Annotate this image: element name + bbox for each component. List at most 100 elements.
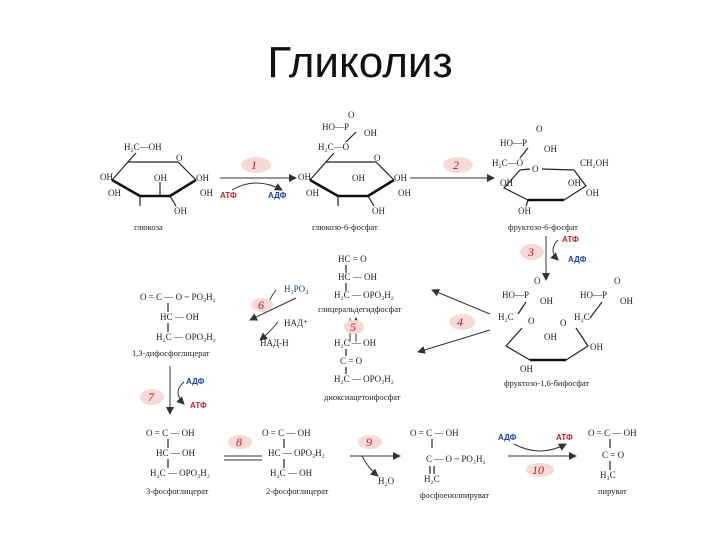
pep-line-3: H₂C (424, 474, 440, 484)
pep-structure: O = C — OH C — O ~ PO₃H₂ H₂C фосфоенолпи… (410, 428, 489, 500)
f16bp-p1-oh: OH (540, 296, 553, 306)
step-4-number: 4 (457, 315, 463, 329)
step-5-number: 5 (350, 320, 356, 334)
g6p-oh-6: OH (372, 206, 385, 216)
g6p-label: глюкозо-6-фосфат (312, 222, 378, 232)
f16bp-oh-2: OH (590, 342, 603, 352)
pep-line-2: C — O ~ PO₃H₂ (426, 454, 486, 464)
gap-line-3: H₂C — OPO₃H₂ (334, 290, 394, 300)
pg3-label: 3-фосфоглицерат (146, 486, 209, 496)
f16bp-oh-1: OH (544, 332, 557, 342)
dhap-structure: H₂C — OH C = O H₂C — OPO₃H₂ диоксиацетон… (324, 338, 401, 402)
f6p-p-ho: HO—P (500, 138, 527, 148)
glucose-oh-6: OH (174, 206, 187, 216)
step-8-number: 8 (236, 435, 242, 449)
step-7-number: 7 (148, 390, 155, 404)
dhap-line-3: H₂C — OPO₃H₂ (334, 374, 394, 384)
f6p-label: фруктозо-6-фосфат (508, 222, 578, 232)
glucose-oh-3: OH (196, 173, 209, 183)
slide-title: Гликолиз (267, 38, 453, 87)
pyruvate-line-2: C = O (602, 450, 625, 460)
g6p-p-ho: HO—P (322, 122, 349, 132)
pg2-line-2: HC — OPO₃H₂ (268, 448, 325, 458)
step-1: 1 АТФ АДФ (220, 157, 297, 200)
pg3-line-3: H₂C — OPO₃H₂ (150, 468, 210, 478)
step-6-nadh: НАД-Н (260, 338, 289, 348)
step-1-number: 1 (251, 158, 257, 172)
step-6-nad: НАД⁺ (284, 318, 308, 328)
step-7-atp: АТФ (190, 401, 207, 410)
glucose-oh-1: OH (100, 172, 113, 182)
step-10: АДФ АТФ 10 (498, 433, 577, 477)
f16bp-ch2-right: H₂C (574, 312, 590, 322)
f6p-p-oh: OH (544, 144, 557, 154)
gap-structure: HC = O HC — OH H₂C — OPO₃H₂ глицеральдег… (318, 254, 402, 314)
pg2-label: 2-фосфоглицерат (266, 486, 329, 496)
glucose-oh-4: OH (108, 188, 121, 198)
pg2-line-3: H₂C — OH (270, 468, 313, 478)
f6p-ring-o: O (532, 164, 539, 174)
bpg13-line-1: O = C — O ~ PO₃H₂ (140, 292, 216, 302)
g6p-p-oh: OH (364, 128, 377, 138)
pg2-line-1: O = C — OH (262, 428, 311, 438)
glucose-oh-5: OH (200, 188, 213, 198)
g6p-ch2o: H₂C—O (318, 142, 350, 152)
glucose-oh-2: OH (154, 173, 167, 183)
f6p-oh-3: OH (586, 188, 599, 198)
gap-line-1: HC = O (338, 254, 367, 264)
f16bp-label: фруктозо-1,6-бифосфат (504, 378, 589, 388)
glucose-label: глюкоза (134, 222, 163, 232)
f6p-p-o: O (536, 124, 543, 134)
pyruvate-structure: O = C — OH C = O H₃C пируват (588, 428, 637, 496)
step-9-h2o: H₂O (378, 476, 395, 486)
gap-label: глицеральдегидфосфат (318, 304, 402, 314)
bpg13-line-3: H₂C — OPO₃H₂ (156, 332, 216, 342)
step-3-adp: АДФ (568, 255, 587, 264)
g6p-oh-3: OH (394, 173, 407, 183)
step-9: 9 H₂O (350, 435, 401, 486)
step-7: 7 АДФ АТФ (140, 366, 207, 415)
f6p-oh-1: OH (500, 178, 513, 188)
step-8: 8 (224, 435, 262, 461)
step-6: H₃PO₄ НАД⁺ НАД-Н 6 (249, 284, 308, 348)
step-6-h3po4: H₃PO₄ (284, 284, 308, 294)
pep-label: фосфоенолпируват (420, 490, 489, 500)
g6p-oh-2: OH (352, 173, 365, 183)
f16bp-ch2: H₂C (498, 312, 514, 322)
step-10-number: 10 (532, 463, 544, 477)
f6p-structure: HO—P O OH H₂C—O CH₂OH O OH OH OH OH фрук… (492, 124, 609, 232)
g6p-structure: HO—P O OH H₂C—O O OH OH OH OH OH OH глюк… (298, 110, 411, 232)
pyruvate-line-1: O = C — OH (588, 428, 637, 438)
step-5: 5 (344, 317, 364, 342)
step-4: 4 (417, 288, 491, 354)
f6p-ch2o: H₂C—O (492, 158, 524, 168)
step-3-atp: АТФ (562, 235, 579, 244)
step-3-number: 3 (527, 245, 534, 259)
f16bp-p1-ho: HO—P (502, 290, 529, 300)
f16bp-p2-oh: OH (620, 296, 633, 306)
step-3: 3 АТФ АДФ (520, 235, 587, 281)
g6p-oh-5: OH (398, 188, 411, 198)
f16bp-p1-o: O (534, 276, 541, 286)
dhap-line-1: H₂C — OH (334, 338, 377, 348)
f16bp-p2-o: O (614, 276, 621, 286)
glucose-ch2oh: H₂C—OH (124, 142, 162, 152)
f6p-ch2oh: CH₂OH (580, 158, 609, 168)
f16bp-oh-3: OH (520, 364, 533, 374)
bpg13-structure: O = C — O ~ PO₃H₂ HC — OH H₂C — OPO₃H₂ 1… (132, 292, 216, 358)
step-2: 2 (410, 157, 495, 182)
pg3-line-1: O = C — OH (146, 428, 195, 438)
dhap-label: диоксиацетонфосфат (324, 392, 401, 402)
step-7-adp: АДФ (186, 377, 205, 386)
step-9-number: 9 (366, 435, 372, 449)
step-1-atp: АТФ (220, 191, 237, 200)
pyruvate-line-3: H₃C (600, 470, 616, 480)
g6p-oh-1: OH (298, 172, 311, 182)
f16bp-structure: HO—P O OH HO—P O OH H₂C O O H₂C OH OH OH… (498, 276, 633, 388)
pg3-line-2: HC — OH (156, 448, 196, 458)
step-6-number: 6 (258, 298, 264, 312)
bpg13-label: 1,3-дифосфоглицерат (132, 348, 210, 358)
pg2-structure: O = C — OH HC — OPO₃H₂ H₂C — OH 2-фосфог… (262, 428, 329, 496)
f16bp-o2: O (560, 318, 567, 328)
